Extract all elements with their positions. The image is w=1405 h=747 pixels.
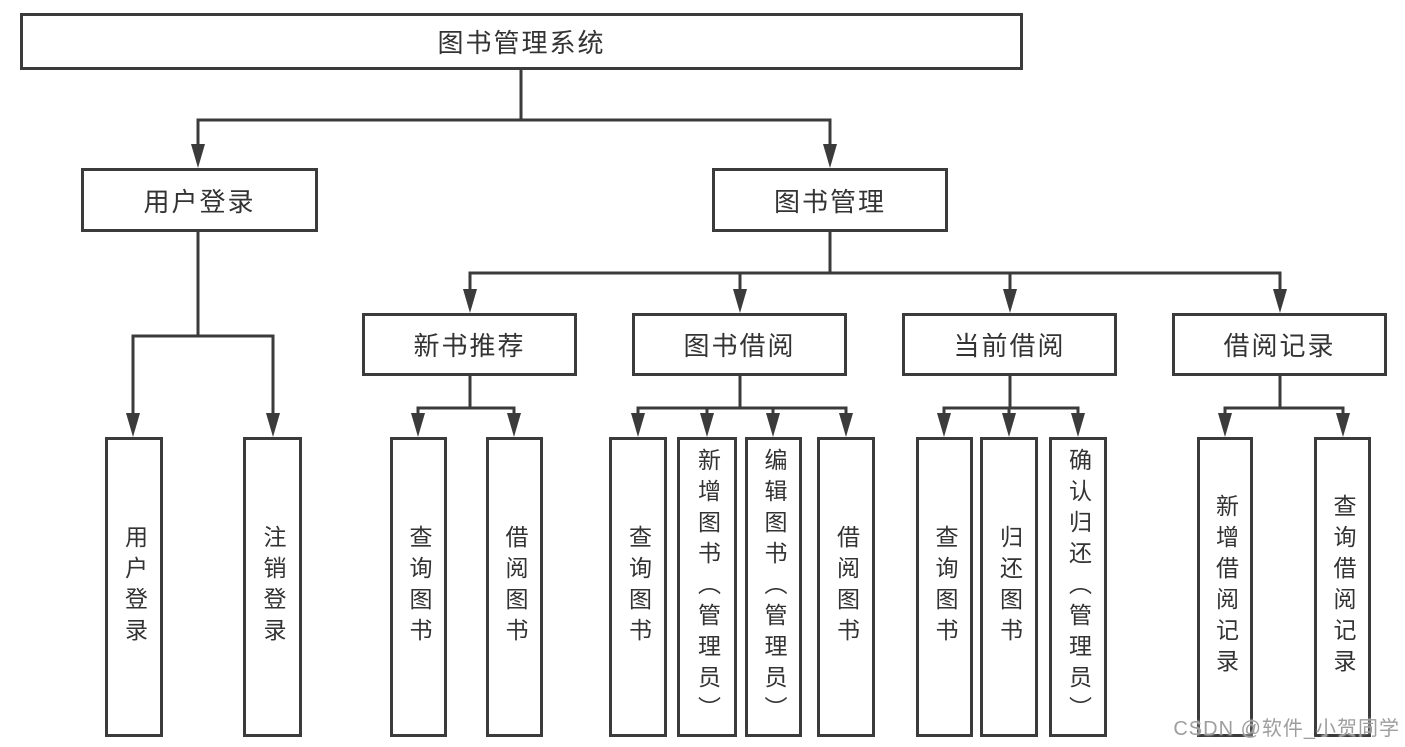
leaf-return-books: 归还图书 [980, 437, 1038, 737]
leaf-label: 查询图书 [406, 525, 432, 649]
leaf-label: 借阅图书 [833, 525, 860, 649]
node-label: 用户登录 [143, 186, 256, 217]
leaf-query-books-3: 查询图书 [916, 437, 973, 737]
watermark: CSDN @软件_小贺同学 [1173, 718, 1400, 740]
node-label: 新书推荐 [413, 331, 526, 361]
node-label: 借阅记录 [1223, 331, 1336, 361]
arrowhead-icons [126, 144, 1350, 437]
leaf-label: 注销登录 [260, 525, 286, 649]
node-label: 图书借阅 [683, 331, 796, 361]
node-borrowing-records: 借阅记录 [1172, 313, 1387, 376]
leaf-borrow-books-1: 借阅图书 [486, 437, 543, 737]
leaf-user-login: 用户登录 [105, 437, 163, 737]
leaf-logout: 注销登录 [243, 437, 302, 737]
tree-edges [131, 68, 1345, 420]
leaf-query-books-2: 查询图书 [609, 437, 667, 737]
leaf-edit-books-admin: 编辑图书（管理员） [745, 437, 802, 737]
node-user-login: 用户登录 [81, 168, 318, 232]
leaf-label: 归还图书 [996, 525, 1023, 649]
leaf-label: 新增借阅记录 [1212, 494, 1239, 680]
node-book-borrowing: 图书借阅 [632, 313, 847, 376]
leaf-label: 新增图书（管理员） [694, 447, 721, 727]
leaf-add-books-admin: 新增图书（管理员） [677, 437, 737, 737]
leaf-label: 查询借阅记录 [1330, 494, 1356, 680]
node-current-borrowing: 当前借阅 [902, 313, 1117, 376]
leaf-label: 确认归还（管理员） [1065, 447, 1092, 727]
node-book-management: 图书管理 [712, 168, 948, 232]
leaf-confirm-return-admin: 确认归还（管理员） [1049, 437, 1107, 737]
node-label: 图书管理系统 [437, 28, 606, 58]
leaf-label: 查询图书 [932, 525, 958, 649]
leaf-add-borrow-record: 新增借阅记录 [1197, 437, 1253, 737]
leaf-query-books-1: 查询图书 [390, 437, 447, 737]
leaf-query-borrow-record: 查询借阅记录 [1314, 437, 1371, 737]
leaf-label: 查询图书 [625, 525, 652, 649]
leaf-label: 编辑图书（管理员） [761, 447, 787, 727]
node-new-book-recommendation: 新书推荐 [362, 313, 577, 376]
leaf-label: 借阅图书 [502, 525, 528, 649]
leaf-borrow-books-2: 借阅图书 [817, 437, 875, 737]
node-label: 图书管理 [773, 186, 886, 217]
node-label: 当前借阅 [953, 331, 1066, 361]
leaf-label: 用户登录 [121, 525, 148, 649]
node-library-management-system: 图书管理系统 [20, 13, 1023, 70]
